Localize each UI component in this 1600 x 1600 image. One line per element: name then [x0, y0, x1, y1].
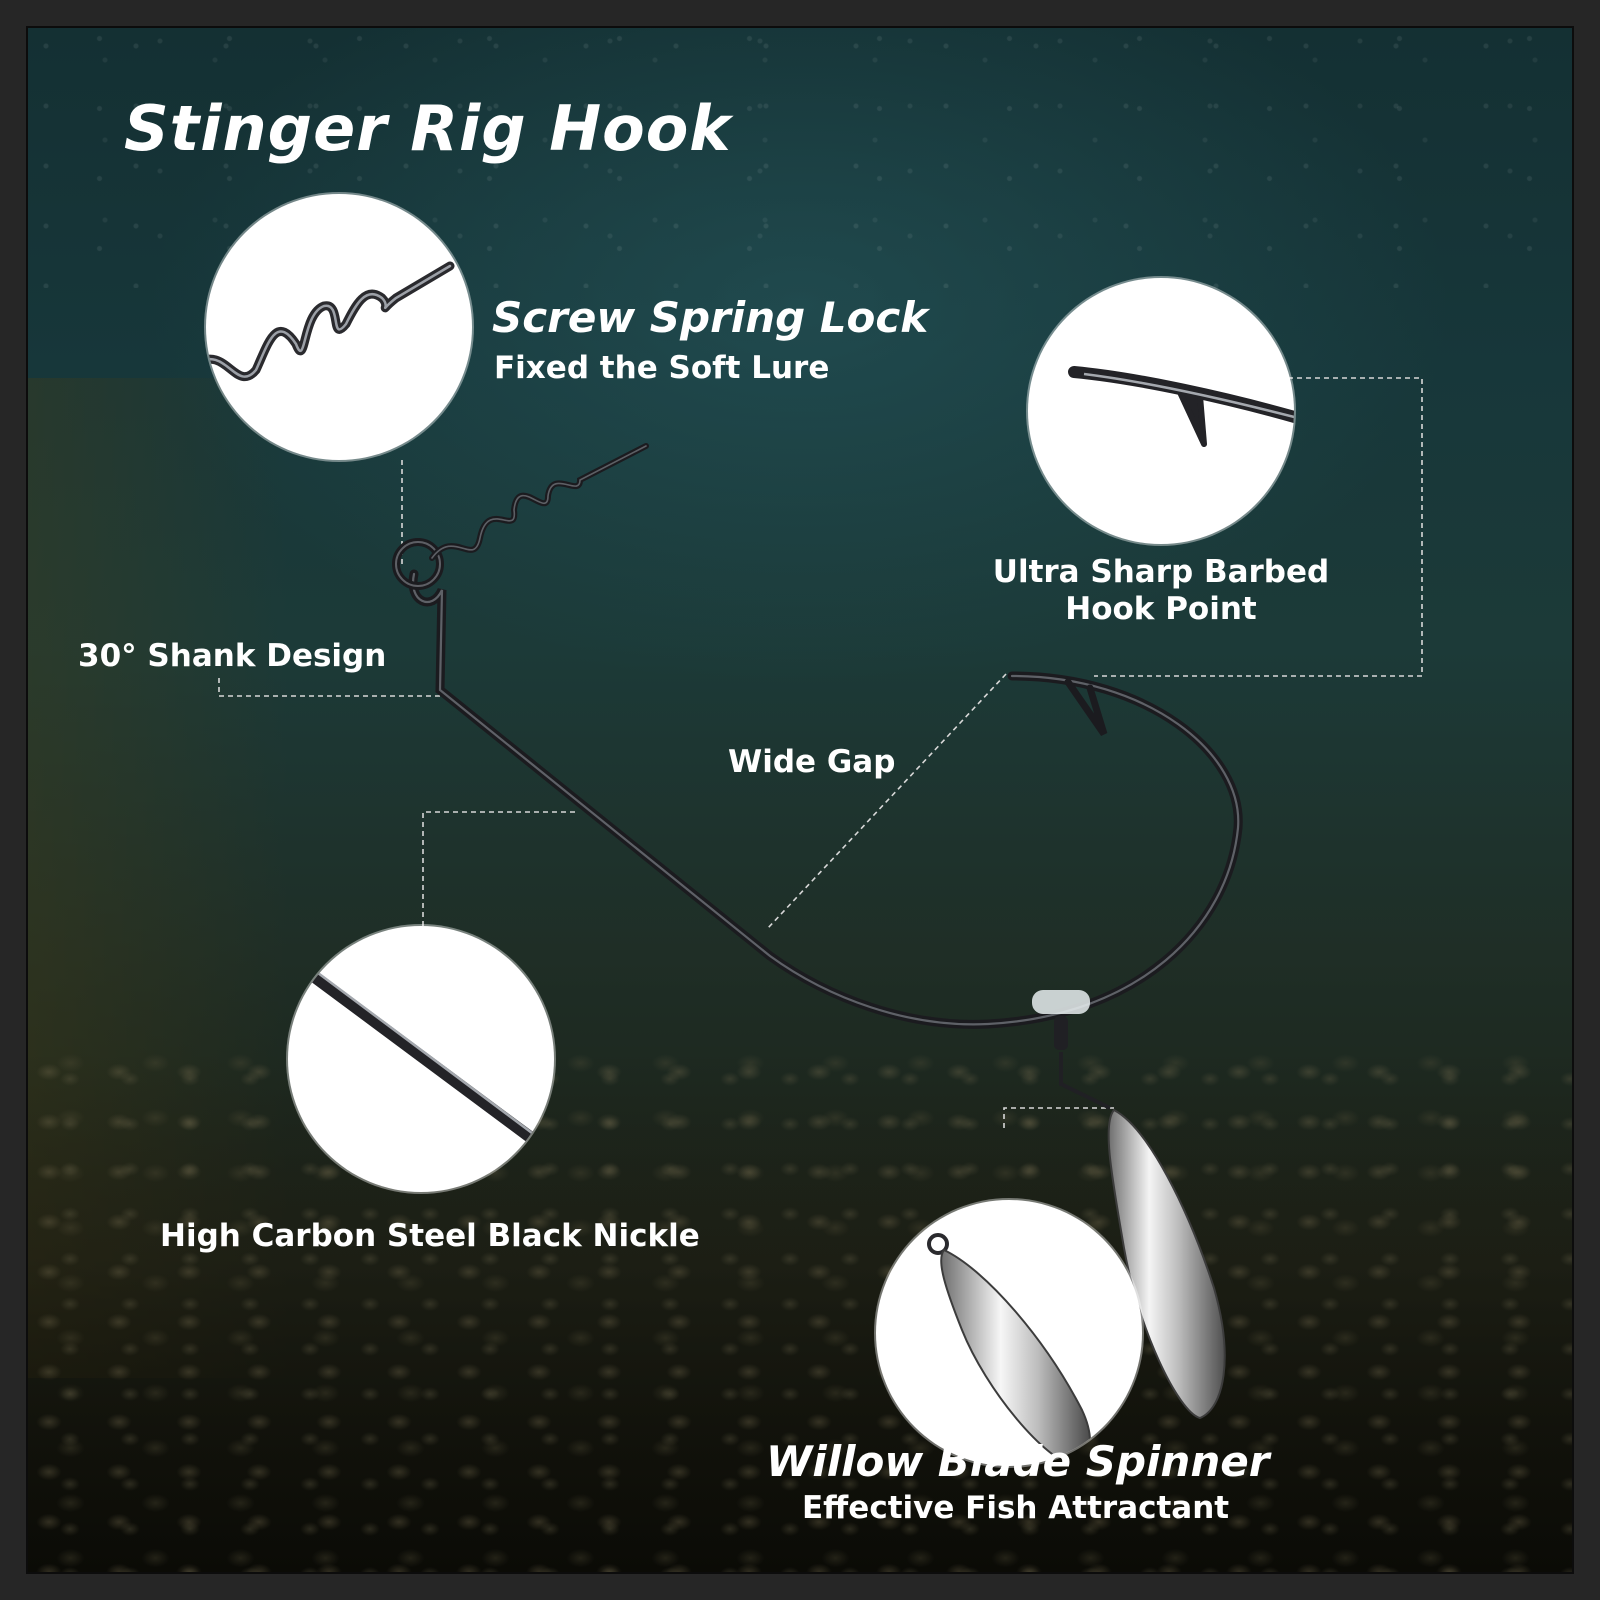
leader-blade	[1003, 1107, 1114, 1128]
shank-design-label: 30° Shank Design	[78, 638, 387, 674]
barbed-point-label: Ultra Sharp Barbed Hook Point	[988, 554, 1334, 628]
screw-spring-lock-detail	[206, 194, 472, 460]
leader-wide-gap	[767, 673, 1007, 929]
wide-gap-label: Wide Gap	[728, 744, 896, 780]
leader-steel	[422, 811, 576, 926]
leader-shank	[218, 678, 440, 697]
barb-icon	[1068, 366, 1294, 447]
willow-blade-heading: Willow Blade Spinner	[766, 1437, 1270, 1486]
willow-blade	[1107, 1108, 1226, 1420]
screw-spring-lock-subheading: Fixed the Soft Lure	[494, 350, 830, 386]
gravel-bed	[28, 1052, 1572, 1572]
underwater-background: Stinger Rig Hook Screw Spring Lock Fixed…	[26, 26, 1574, 1574]
barbed-point-line1: Ultra Sharp Barbed	[992, 554, 1330, 590]
blade-assembly	[1032, 990, 1226, 1420]
steel-label: High Carbon Steel Black Nickle	[160, 1218, 700, 1254]
blade-icon	[927, 1233, 1091, 1466]
leader-lines	[218, 377, 1423, 1128]
screw-spring-lock-heading: Screw Spring Lock	[492, 293, 929, 342]
barbed-point-detail	[1028, 278, 1294, 544]
leader-barb	[1094, 377, 1423, 677]
spring-coil-icon	[206, 261, 455, 382]
barbed-point-line2: Hook Point	[1065, 591, 1257, 628]
bead	[1032, 990, 1090, 1014]
hook-illustration	[218, 377, 1423, 1420]
split-ring	[1059, 1052, 1111, 1110]
willow-blade-detail	[876, 1200, 1142, 1466]
willow-blade-subheading: Effective Fish Attractant	[802, 1490, 1230, 1526]
steel-wire-detail	[288, 926, 554, 1192]
wire-icon	[302, 966, 540, 1146]
page-title: Stinger Rig Hook	[124, 92, 732, 165]
swivel	[1054, 1016, 1068, 1050]
